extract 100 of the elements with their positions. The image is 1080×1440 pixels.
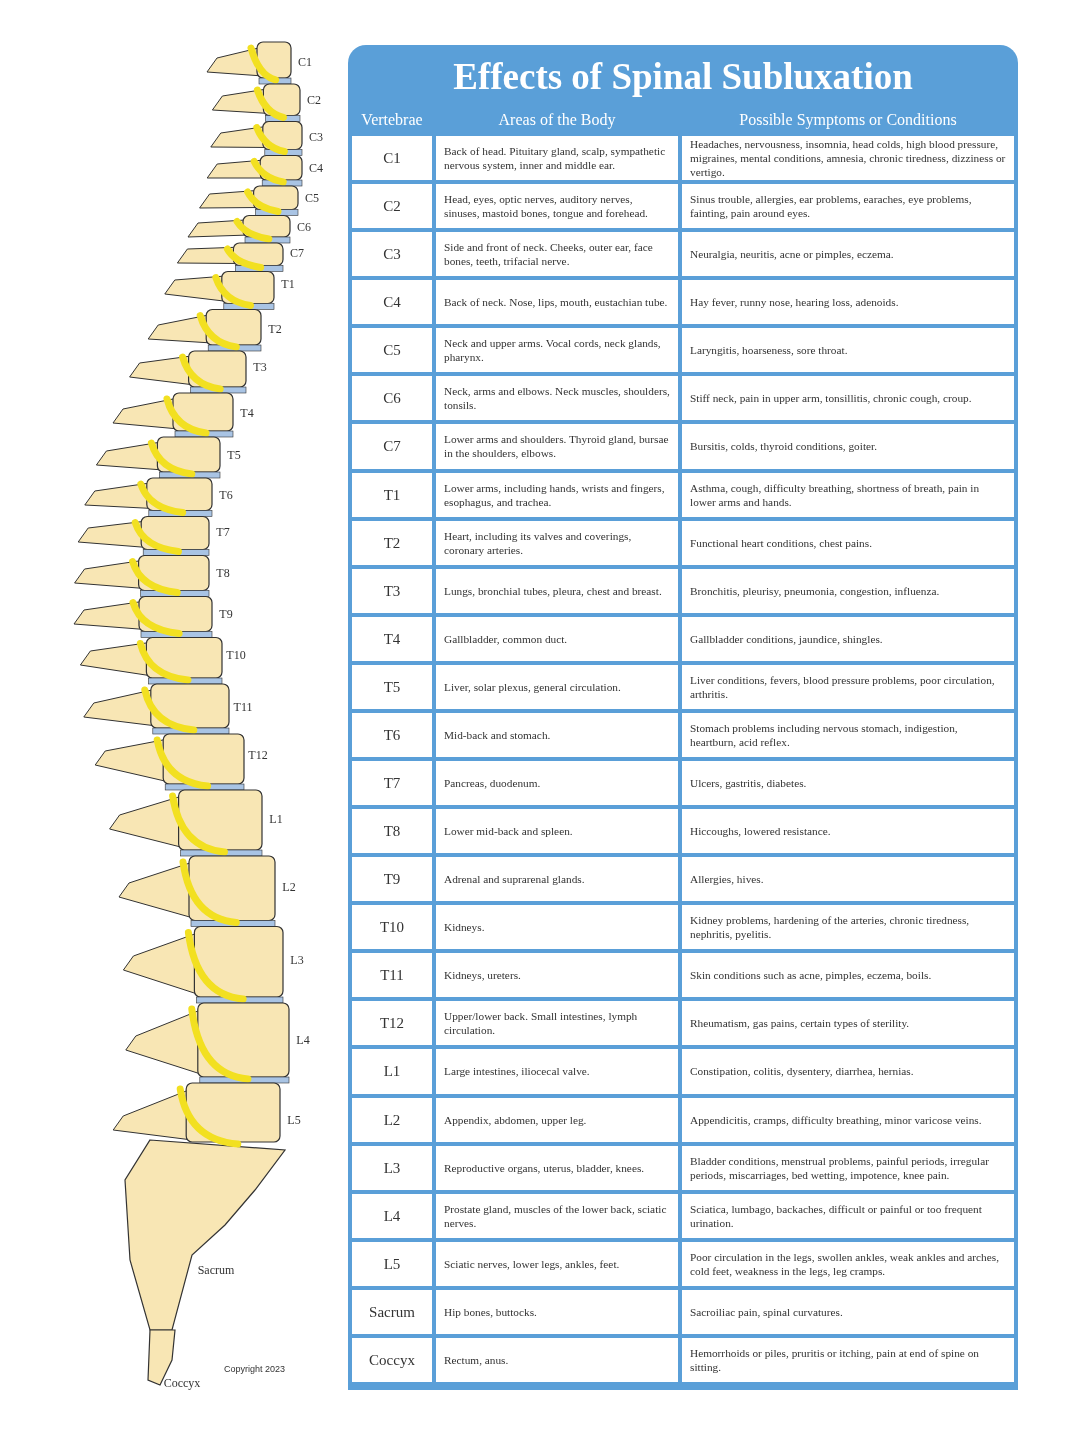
table-cell: Gallbladder, common duct.	[436, 616, 678, 661]
row-header: L1	[352, 1049, 432, 1094]
table-cell: Stiff neck, pain in upper arm, tonsillitis, chronic cough, croup.	[682, 376, 1014, 421]
vertebra-label: T9	[219, 606, 233, 622]
table-cell: Upper/lower back. Small intestines, lymph circulation.	[436, 1001, 678, 1046]
table-cell: Neck and upper arms. Vocal cords, neck glands, pharynx.	[436, 328, 678, 373]
table-cell: Bronchitis, pleurisy, pneumonia, congestion, influenza.	[682, 568, 1014, 613]
table-cell: Reproductive organs, uterus, bladder, knees.	[436, 1145, 678, 1190]
row-header: T2	[352, 520, 432, 565]
column-header: Areas of the Body	[497, 111, 617, 129]
row-header: L5	[352, 1241, 432, 1286]
vertebra-label: L4	[296, 1032, 310, 1048]
vertebra-label: Sacrum	[197, 1262, 235, 1278]
table-cell: Sacroiliac pain, spinal curvatures.	[682, 1289, 1014, 1334]
row-header: T1	[352, 472, 432, 517]
vertebra-label: L5	[287, 1112, 301, 1128]
table-cell: Neuralgia, neuritis, acne or pimples, eczema.	[682, 232, 1014, 277]
row-header: C1	[352, 136, 432, 181]
table-cell: Allergies, hives.	[682, 857, 1014, 902]
table-cell: Hay fever, runny nose, hearing loss, adenoids.	[682, 280, 1014, 325]
row-header: T10	[352, 905, 432, 950]
vertebra-label: T1	[281, 276, 295, 292]
row-header: C5	[352, 328, 432, 373]
table-cell: Lower mid-back and spleen.	[436, 809, 678, 854]
table-cell: Pancreas, duodenum.	[436, 761, 678, 806]
table-cell: Sciatica, lumbago, backaches, difficult or painful or too frequent urination.	[682, 1193, 1014, 1238]
table-cell: Hip bones, buttocks.	[436, 1289, 678, 1334]
row-header: L4	[352, 1193, 432, 1238]
column-header: Vertebrae	[360, 111, 424, 129]
table-cell: Hiccoughs, lowered resistance.	[682, 809, 1014, 854]
table-cell: Appendix, abdomen, upper leg.	[436, 1097, 678, 1142]
table-cell: Liver conditions, fevers, blood pressure problems, poor circulation, arthritis.	[682, 664, 1014, 709]
row-header: T11	[352, 953, 432, 998]
vertebra-label: C6	[297, 219, 311, 235]
table-cell: Mid-back and stomach.	[436, 712, 678, 757]
table-cell: Rheumatism, gas pains, certain types of sterility.	[682, 1001, 1014, 1046]
vertebra-label: C5	[305, 190, 319, 206]
table-cell: Asthma, cough, difficulty breathing, shortness of breath, pain in lower arms and hands.	[682, 472, 1014, 517]
table-cell: Liver, solar plexus, general circulation.	[436, 664, 678, 709]
table-cell: Sciatic nerves, lower legs, ankles, feet.	[436, 1241, 678, 1286]
row-header: Coccyx	[352, 1337, 432, 1382]
vertebra-label: T5	[227, 447, 241, 463]
vertebra-label: L3	[290, 952, 304, 968]
table-cell: Lower arms, including hands, wrists and fingers, esophagus, and trachea.	[436, 472, 678, 517]
row-header: C6	[352, 376, 432, 421]
table-cell: Headaches, nervousness, insomnia, head colds, high blood pressure, migraines, mental conditions, amnesia, chronic tiredness, dizziness or vertigo.	[682, 136, 1014, 181]
row-header: C4	[352, 280, 432, 325]
copyright-note: Copyright 2023	[224, 1364, 286, 1374]
table-cell: Skin conditions such as acne, pimples, eczema, boils.	[682, 953, 1014, 998]
vertebra-label: C1	[298, 54, 312, 70]
title: Effects of Spinal Subluxation	[452, 55, 914, 98]
row-header: T7	[352, 761, 432, 806]
row-header: Sacrum	[352, 1289, 432, 1334]
row-header: T12	[352, 1001, 432, 1046]
vertebra-label: T12	[248, 747, 268, 763]
row-header: L2	[352, 1097, 432, 1142]
table-cell: Heart, including its valves and coverings, coronary arteries.	[436, 520, 678, 565]
vertebra-label: Coccyx	[163, 1375, 201, 1391]
row-header: C2	[352, 184, 432, 229]
row-header: T9	[352, 857, 432, 902]
table-cell: Neck, arms and elbows. Neck muscles, shoulders, tonsils.	[436, 376, 678, 421]
vertebra-label: L2	[282, 879, 296, 895]
table-cell: Adrenal and suprarenal glands.	[436, 857, 678, 902]
table-cell: Kidneys, ureters.	[436, 953, 678, 998]
vertebra-label: C2	[307, 92, 321, 108]
table-cell: Bladder conditions, menstrual problems, painful periods, irregular periods, miscarriages, bed wetting, impotence, knee pain.	[682, 1145, 1014, 1190]
vertebra-label: T8	[216, 565, 230, 581]
vertebra-label: T6	[219, 487, 233, 503]
table-cell: Rectum, anus.	[436, 1337, 678, 1382]
row-header: C3	[352, 232, 432, 277]
vertebra-label: C4	[309, 160, 323, 176]
table-cell: Poor circulation in the legs, swollen ankles, weak ankles and arches, cold feet, weakness in the legs, leg cramps.	[682, 1241, 1014, 1286]
table-cell: Head, eyes, optic nerves, auditory nerves, sinuses, mastoid bones, tongue and forehead.	[436, 184, 678, 229]
vertebra-label: T7	[216, 524, 230, 540]
vertebra-label: L1	[269, 811, 283, 827]
table-cell: Side and front of neck. Cheeks, outer ear, face bones, teeth, trifacial nerve.	[436, 232, 678, 277]
table-cell: Kidneys.	[436, 905, 678, 950]
vertebra-label: T10	[226, 647, 246, 663]
table-cell: Laryngitis, hoarseness, sore throat.	[682, 328, 1014, 373]
table-cell: Ulcers, gastritis, diabetes.	[682, 761, 1014, 806]
table-cell: Appendicitis, cramps, difficulty breathing, minor varicose veins.	[682, 1097, 1014, 1142]
table-cell: Sinus trouble, allergies, ear problems, earaches, eye problems, fainting, pain around eyes.	[682, 184, 1014, 229]
table-cell: Bursitis, colds, thyroid conditions, goiter.	[682, 424, 1014, 469]
vertebra-label: T2	[268, 321, 282, 337]
table-cell: Kidney problems, hardening of the arteries, chronic tiredness, nephritis, pyelitis.	[682, 905, 1014, 950]
vertebra-label: C7	[290, 245, 304, 261]
table-cell: Prostate gland, muscles of the lower back, sciatic nerves.	[436, 1193, 678, 1238]
row-header: L3	[352, 1145, 432, 1190]
vertebra-label: T4	[240, 405, 254, 421]
row-header: T5	[352, 664, 432, 709]
column-header: Possible Symptoms or Conditions	[738, 111, 958, 129]
table-cell: Lower arms and shoulders. Thyroid gland, bursae in the shoulders, elbows.	[436, 424, 678, 469]
row-header: T3	[352, 568, 432, 613]
table-cell: Back of neck. Nose, lips, mouth, eustachian tube.	[436, 280, 678, 325]
vertebra-label: C3	[309, 129, 323, 145]
table-cell: Functional heart conditions, chest pains.	[682, 520, 1014, 565]
table-cell: Hemorrhoids or piles, pruritis or itching, pain at end of spine on sitting.	[682, 1337, 1014, 1382]
table-cell: Large intestines, iliocecal valve.	[436, 1049, 678, 1094]
table-cell: Back of head. Pituitary gland, scalp, sympathetic nervous system, inner and middle ear.	[436, 136, 678, 181]
row-header: T4	[352, 616, 432, 661]
